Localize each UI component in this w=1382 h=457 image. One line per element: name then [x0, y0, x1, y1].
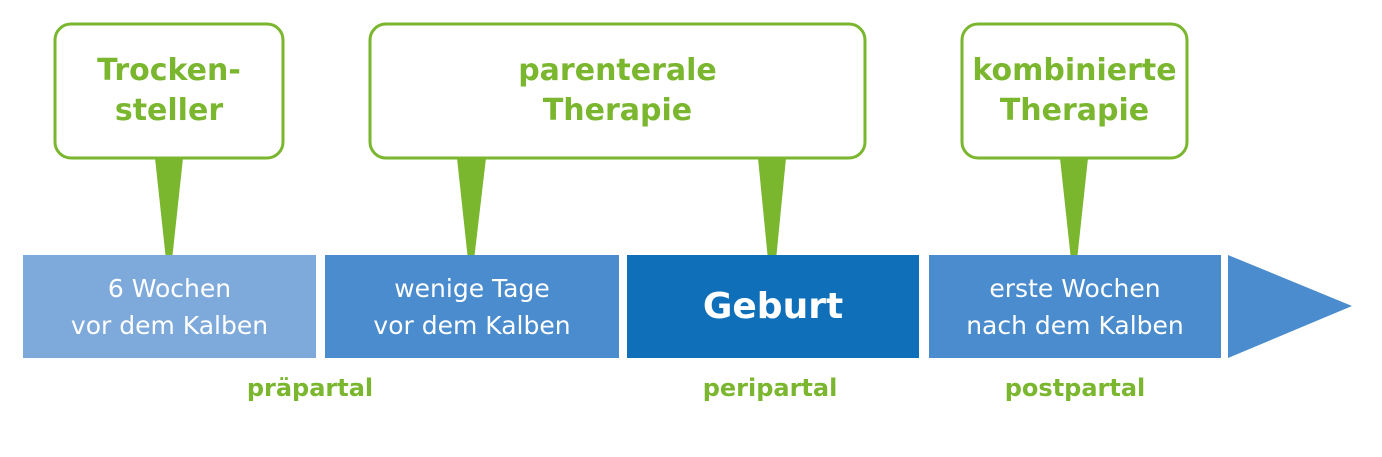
callout-kombinierte-label: kombinierte Therapie	[972, 53, 1177, 128]
pointer-parenterale-left	[457, 158, 486, 260]
segment-first-weeks-label: erste Wochen nach dem Kalben	[966, 273, 1184, 340]
segment-six-weeks	[23, 255, 316, 358]
phase-peripartal-label: peripartal	[702, 374, 838, 402]
pointer-kombinierte	[1060, 158, 1088, 260]
segment-few-days	[325, 255, 619, 358]
segment-few-days-label: wenige Tage vor dem Kalben	[373, 273, 571, 340]
callout-parenterale-label: parenterale Therapie	[518, 53, 717, 128]
timeline-arrow-head	[1228, 255, 1352, 358]
phase-prepartal-label: präpartal	[246, 374, 374, 402]
callout-trockensteller-label: Trocken- steller	[97, 53, 241, 128]
phase-postpartal-label: postpartal	[1004, 374, 1146, 402]
segment-first-weeks	[929, 255, 1221, 358]
pointer-trockensteller	[155, 158, 183, 260]
callout-box-parenterale	[368, 22, 867, 160]
segment-birth-label: Geburt	[702, 286, 844, 327]
segment-six-weeks-label: 6 Wochen vor dem Kalben	[70, 273, 269, 340]
segment-birth	[627, 255, 919, 358]
pointer-parenterale-right	[758, 158, 786, 260]
